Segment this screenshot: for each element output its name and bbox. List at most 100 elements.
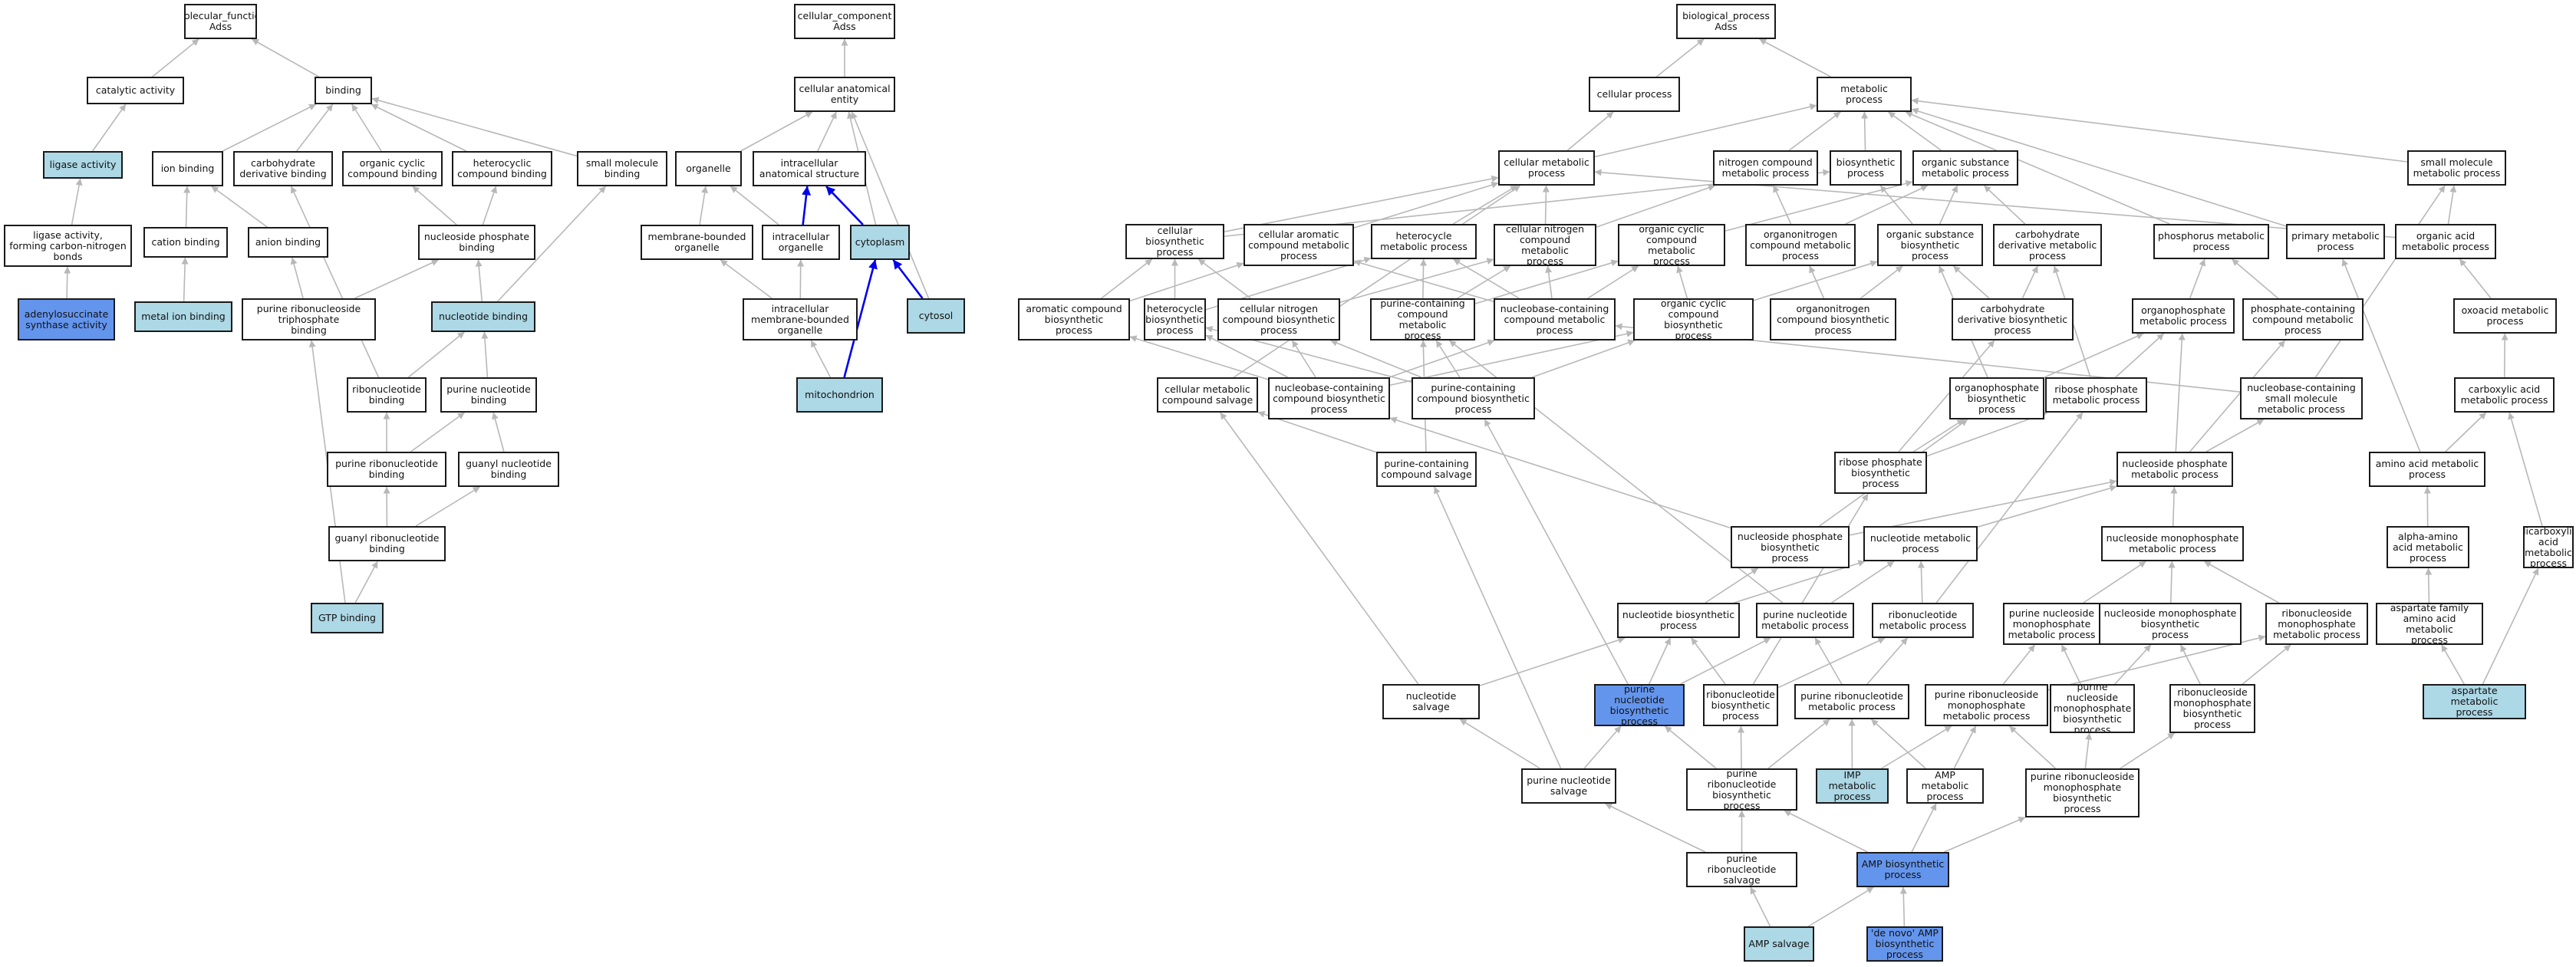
go-term-organelle[interactable]: organelle: [675, 151, 742, 186]
go-term-metalion[interactable]: metal ion binding: [134, 301, 232, 332]
go-term-cytosol[interactable]: cytosol: [907, 298, 965, 334]
go-term-nucsalv[interactable]: nucleotide salvage: [1382, 684, 1480, 719]
go-term-metproc[interactable]: metabolic process: [1817, 77, 1912, 112]
go-term-anionbind[interactable]: anion binding: [248, 227, 328, 258]
go-term-binding[interactable]: binding: [315, 77, 372, 104]
go-term-catalytic[interactable]: catalytic activity: [87, 77, 184, 104]
go-term-cellproc[interactable]: cellular process: [1589, 77, 1680, 112]
go-term-mf[interactable]: molecular_functionAdss: [184, 4, 257, 39]
go-term-mito[interactable]: mitochondrion: [796, 377, 883, 413]
go-term-gtp[interactable]: GTP binding: [311, 603, 384, 633]
go-term-ligase[interactable]: ligase activity: [43, 151, 123, 179]
go-term-cytoplasm[interactable]: cytoplasm: [850, 225, 910, 260]
go-term-nucbind[interactable]: nucleotide binding: [431, 301, 535, 332]
go-term-ampsalv[interactable]: AMP salvage: [1744, 926, 1814, 962]
go-term-ionbind[interactable]: ion binding: [152, 151, 223, 186]
